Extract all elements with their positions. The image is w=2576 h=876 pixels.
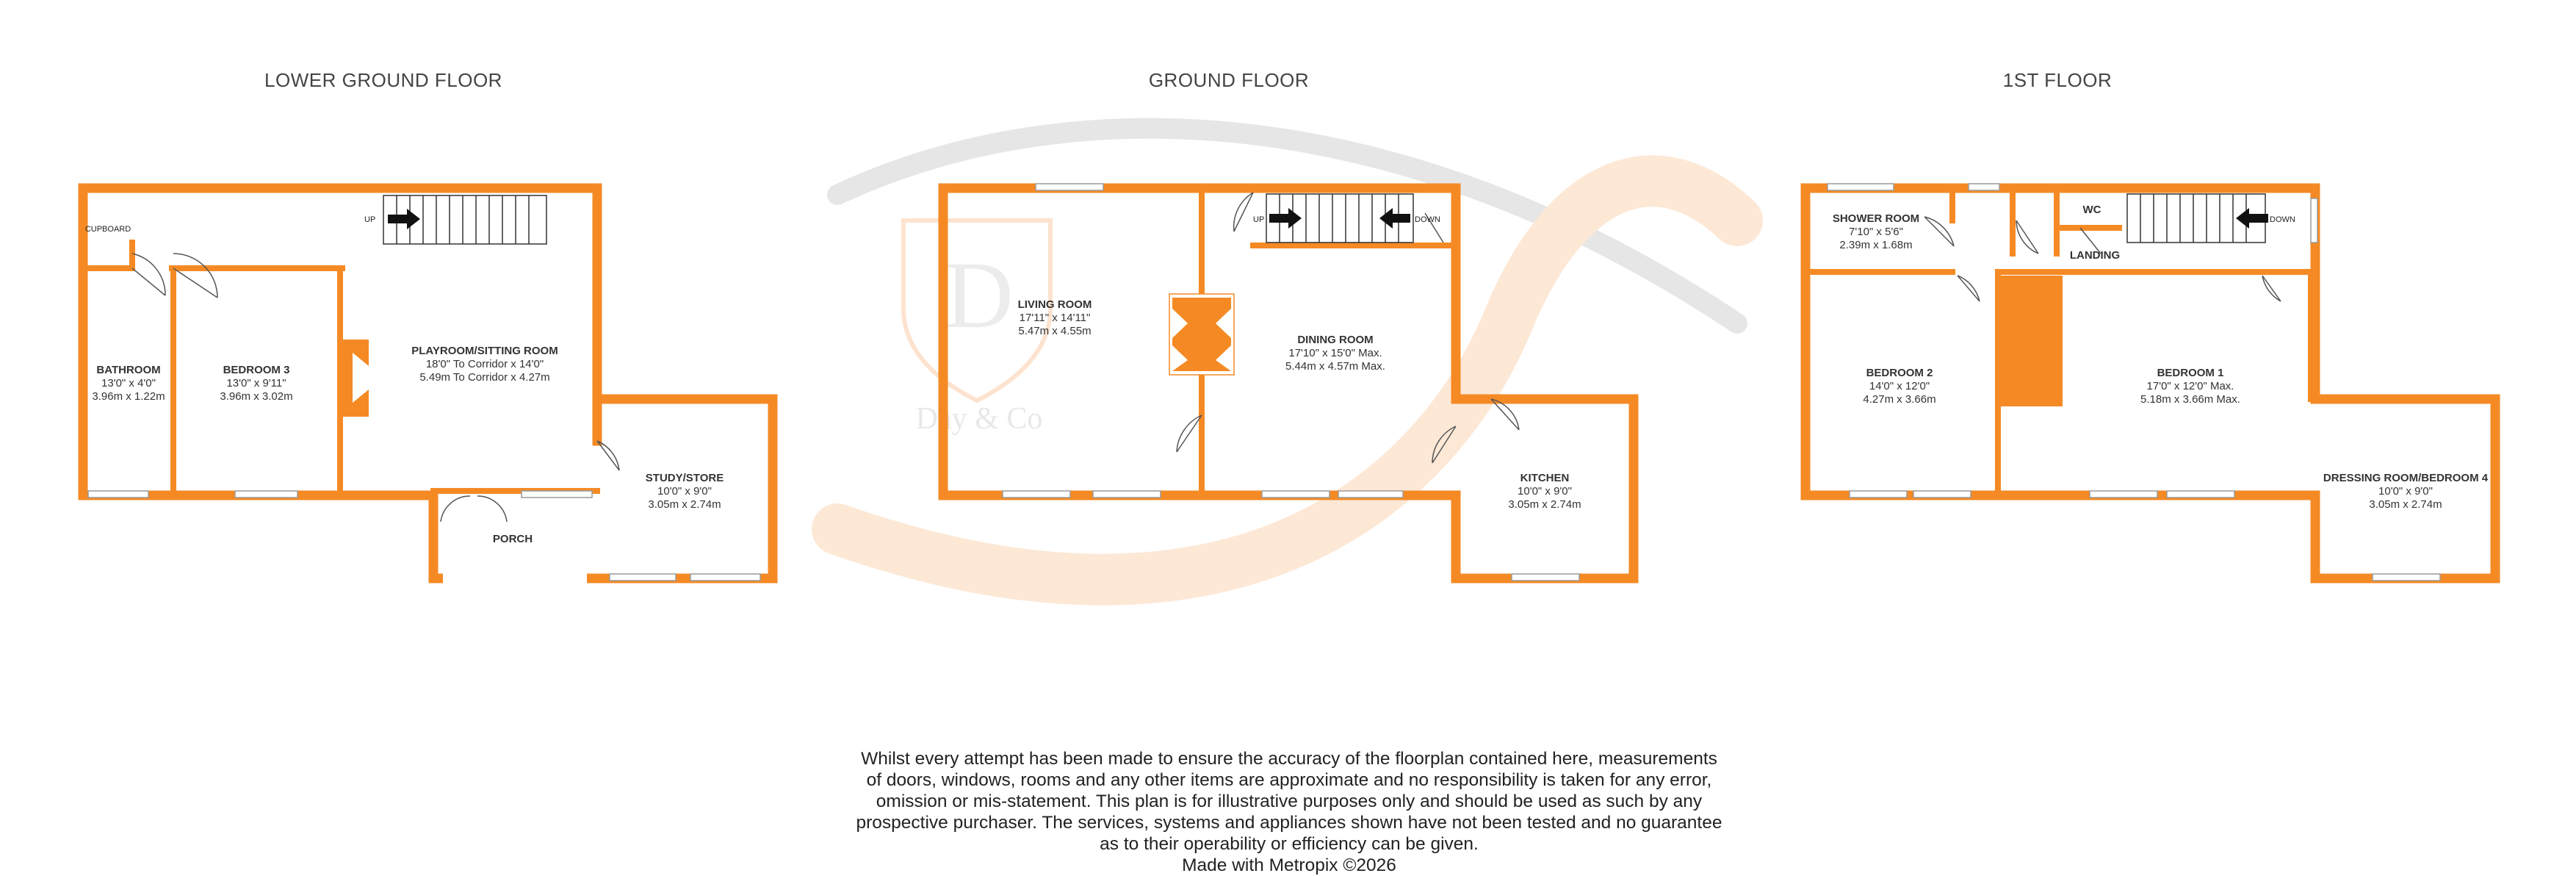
window bbox=[234, 490, 298, 498]
lower-ground-floor-plan: UP CUPBOARD BATHROOM 13'0" x 4'0" 3.96m … bbox=[78, 183, 778, 584]
window bbox=[87, 490, 149, 498]
first-floor-title: 1ST FLOOR bbox=[2003, 69, 2113, 91]
room-kitchen-name: KITCHEN bbox=[1520, 472, 1570, 484]
watermark-monogram: D bbox=[945, 243, 1014, 348]
door bbox=[440, 495, 508, 523]
staircase: UP bbox=[364, 195, 547, 245]
room-living-dim-imperial: 17'11" x 14'11" bbox=[1020, 312, 1091, 324]
room-playroom-dim-imperial: 18'0" To Corridor x 14'0" bbox=[426, 358, 544, 370]
door bbox=[173, 253, 218, 298]
window bbox=[1035, 183, 1104, 191]
ground-floor-title: GROUND FLOOR bbox=[1149, 69, 1309, 91]
credit-line: Made with Metropix ©2026 bbox=[1182, 855, 1396, 875]
window bbox=[1338, 490, 1404, 498]
room-playroom-dim-metric: 5.49m To Corridor x 4.27m bbox=[419, 371, 549, 384]
window bbox=[1092, 490, 1161, 498]
door bbox=[2016, 220, 2039, 254]
door bbox=[1233, 192, 1254, 232]
room-bathroom-dim-imperial: 13'0" x 4'0" bbox=[101, 377, 156, 389]
room-study-name: STUDY/STORE bbox=[646, 472, 724, 484]
room-bedroom2-name: BEDROOM 2 bbox=[1866, 367, 1933, 379]
door bbox=[1924, 216, 1955, 247]
stair-down-label: DOWN bbox=[1415, 215, 1440, 224]
door bbox=[596, 440, 620, 471]
door bbox=[1957, 275, 1980, 302]
room-living-name: LIVING ROOM bbox=[1018, 298, 1092, 311]
room-bathroom-dim-metric: 3.96m x 1.22m bbox=[92, 390, 165, 403]
room-dining-name: DINING ROOM bbox=[1297, 334, 1373, 346]
stair-arrow-icon bbox=[388, 209, 420, 229]
room-dining-dim-imperial: 17'10" x 15'0" Max. bbox=[1288, 347, 1382, 359]
door bbox=[2262, 275, 2281, 302]
window bbox=[1913, 490, 1971, 498]
door bbox=[131, 253, 166, 296]
disclaimer-line: of doors, windows, rooms and any other i… bbox=[866, 770, 1712, 790]
room-porch-name: PORCH bbox=[493, 533, 533, 545]
room-dressing-name: DRESSING ROOM/BEDROOM 4 bbox=[2323, 472, 2489, 484]
room-bedroom3-name: BEDROOM 3 bbox=[223, 364, 290, 376]
room-study-dim-imperial: 10'0" x 9'0" bbox=[657, 485, 712, 498]
room-shower-dim-imperial: 7'10" x 5'6" bbox=[1849, 226, 1903, 238]
room-bedroom3-dim-metric: 3.96m x 3.02m bbox=[220, 390, 292, 403]
room-shower-dim-metric: 2.39m x 1.68m bbox=[1839, 239, 1912, 251]
room-bedroom3-dim-imperial: 13'0" x 9'11" bbox=[226, 377, 286, 389]
window bbox=[521, 490, 593, 498]
stair-arrow-icon bbox=[1379, 208, 1410, 229]
window bbox=[2372, 573, 2441, 581]
window bbox=[1968, 183, 2000, 191]
room-shower-name: SHOWER ROOM bbox=[1833, 212, 1919, 225]
stair-up-label: UP bbox=[1253, 215, 1264, 224]
door bbox=[1424, 212, 1444, 243]
stair-up-label: UP bbox=[364, 215, 375, 224]
window bbox=[1002, 490, 1071, 498]
room-study-dim-metric: 3.05m x 2.74m bbox=[648, 498, 721, 511]
room-wc-name: WC bbox=[2083, 204, 2101, 216]
room-bedroom1-dim-imperial: 17'0" x 12'0" Max. bbox=[2147, 380, 2234, 392]
stair-arrow-icon bbox=[1269, 208, 1302, 229]
room-dressing-dim-imperial: 10'0" x 9'0" bbox=[2378, 485, 2433, 498]
window bbox=[2166, 490, 2235, 498]
window bbox=[690, 573, 761, 581]
disclaimer-line: as to their operability or efficiency ca… bbox=[1100, 834, 1479, 854]
window bbox=[1827, 183, 1894, 191]
room-bedroom1-name: BEDROOM 1 bbox=[2157, 367, 2224, 379]
disclaimer-text: Whilst every attempt has been made to en… bbox=[793, 748, 1785, 876]
room-playroom-name: PLAYROOM/SITTING ROOM bbox=[411, 345, 558, 357]
ground-floor-plan: UP DOWN LIVING ROOM 17'11" x 14'11" 5.47… bbox=[938, 183, 1639, 584]
disclaimer-line: omission or mis-statement. This plan is … bbox=[876, 791, 1703, 811]
door bbox=[2079, 227, 2101, 254]
watermark-name: Day & Co bbox=[916, 402, 1043, 436]
window bbox=[2310, 198, 2318, 243]
staircase: UP DOWN bbox=[1253, 193, 1440, 243]
stair-arrow-icon bbox=[2236, 208, 2268, 229]
window bbox=[1261, 490, 1330, 498]
room-bedroom1-dim-metric: 5.18m x 3.66m Max. bbox=[2140, 393, 2240, 406]
window bbox=[609, 573, 677, 581]
first-floor-plan: DOWN SHOWER ROOM 7'10" x 5'6" 2.39m x 1.… bbox=[1800, 183, 2500, 584]
room-landing-name: LANDING bbox=[2070, 249, 2120, 262]
room-dressing-dim-metric: 3.05m x 2.74m bbox=[2369, 498, 2442, 511]
disclaimer-line: Whilst every attempt has been made to en… bbox=[861, 749, 1717, 769]
staircase: DOWN bbox=[2126, 193, 2295, 243]
room-kitchen-dim-metric: 3.05m x 2.74m bbox=[1508, 498, 1581, 511]
room-bedroom2-dim-metric: 4.27m x 3.66m bbox=[1863, 393, 1935, 406]
lower-floor-title: LOWER GROUND FLOOR bbox=[264, 69, 502, 91]
room-living-dim-metric: 5.47m x 4.55m bbox=[1018, 325, 1091, 337]
window bbox=[1849, 490, 1908, 498]
room-cupboard-name: CUPBOARD bbox=[85, 225, 131, 234]
door bbox=[1432, 426, 1457, 464]
window bbox=[1511, 573, 1580, 581]
stair-down-label: DOWN bbox=[2270, 215, 2295, 224]
window bbox=[2089, 490, 2158, 498]
room-dining-dim-metric: 5.44m x 4.57m Max. bbox=[1285, 360, 1385, 373]
room-kitchen-dim-imperial: 10'0" x 9'0" bbox=[1518, 485, 1572, 498]
disclaimer-line: prospective purchaser. The services, sys… bbox=[856, 813, 1722, 833]
room-bedroom2-dim-imperial: 14'0" x 12'0" bbox=[1869, 380, 1930, 392]
door bbox=[1176, 414, 1202, 453]
door bbox=[1490, 398, 1520, 431]
room-bathroom-name: BATHROOM bbox=[96, 364, 160, 376]
